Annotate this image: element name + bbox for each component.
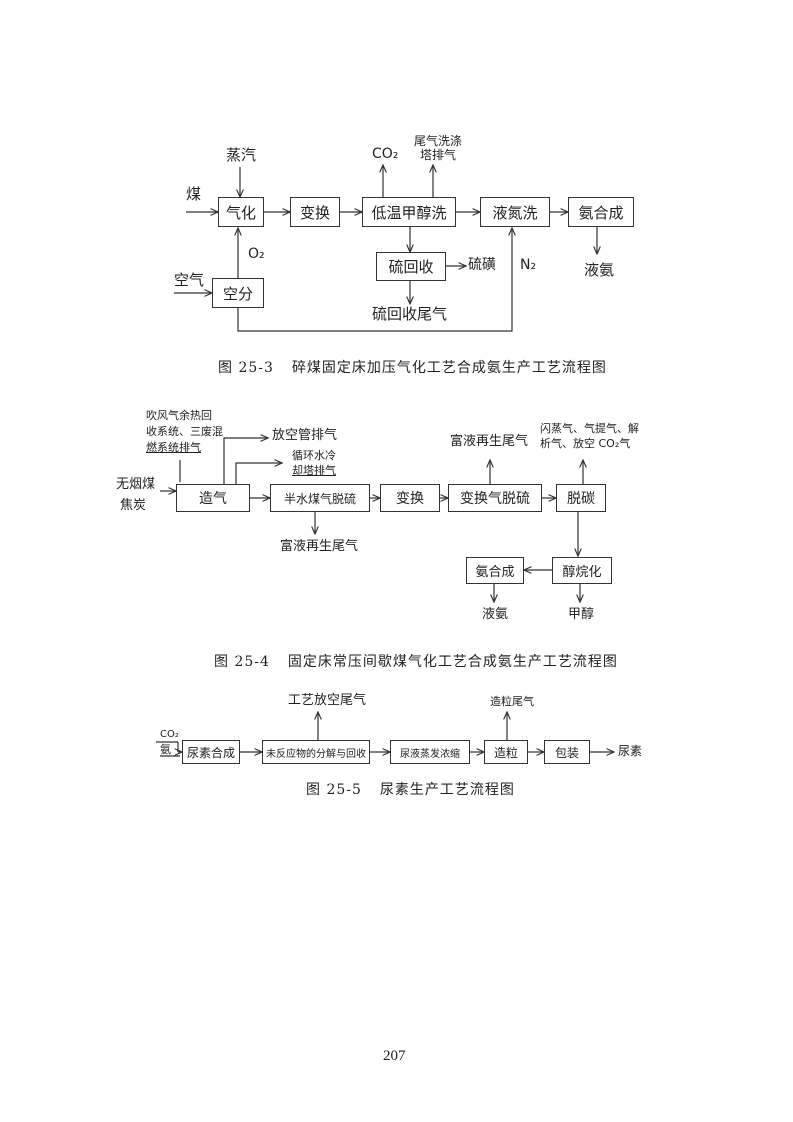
ammonia-synthesis-box: 氨合成 (568, 197, 634, 227)
co2-label: CO₂ (160, 729, 179, 740)
urea-synthesis-box: 尿素合成 (182, 740, 240, 764)
cooling-tower-label: 循环水冷 却塔排气 (292, 449, 336, 477)
prilling-tail-gas-label: 造粒尾气 (490, 695, 534, 708)
sulfur-tail-gas-label: 硫回收尾气 (372, 305, 448, 323)
liquid-ammonia-label: 液氨 (482, 607, 509, 622)
blow-gas-waste-label: 吹风气余热回 收系统、三废混 燃系统排气 (146, 409, 223, 454)
tail-gas-label: 尾气洗涤 塔排气 (414, 134, 463, 162)
prilling-box: 造粒 (484, 740, 528, 764)
desulfurization-box: 半水煤气脱硫 (270, 484, 370, 512)
decomposition-recovery-box: 未反应物的分解与回收 (262, 740, 370, 764)
decarbonization-box: 脱碳 (556, 484, 606, 512)
air-label: 空气 (174, 271, 205, 289)
packaging-box: 包装 (544, 740, 590, 764)
page-number: 207 (383, 1048, 406, 1064)
rectisol-box: 低温甲醇洗 (362, 197, 456, 227)
sulfur-label: 硫磺 (468, 257, 496, 273)
steam-label: 蒸汽 (226, 146, 257, 164)
co2-label: CO₂ (372, 146, 399, 162)
methanol-label: 甲醇 (568, 607, 595, 622)
anthracite-label: 无烟煤 (116, 477, 156, 492)
evaporation-box: 尿液蒸发浓缩 (390, 740, 470, 764)
shift-gas-desulfurization-box: 变换气脱硫 (448, 484, 542, 512)
ammonia-synthesis-box: 氨合成 (466, 557, 524, 584)
gasification-box: 气化 (218, 197, 264, 227)
methanation-box: 醇烷化 (552, 557, 612, 584)
shift-box: 变换 (290, 197, 340, 227)
shift-box: 变换 (380, 484, 440, 512)
ammonia-label: 氨 (160, 743, 171, 756)
o2-label: O₂ (248, 246, 265, 262)
nitrogen-wash-box: 液氮洗 (480, 197, 550, 227)
liquid-ammonia-label: 液氨 (584, 261, 615, 279)
vent-pipe-label: 放空管排气 (272, 428, 338, 443)
air-separation-box: 空分 (212, 278, 264, 308)
flash-gas-label: 闪蒸气、气提气、解 析气、放空 CO₂气 (540, 422, 639, 451)
sulfur-recovery-box: 硫回收 (376, 252, 446, 281)
rich-liquid-tail-gas-label-2: 富液再生尾气 (450, 434, 529, 449)
gas-making-box: 造气 (176, 484, 250, 512)
urea-product-label: 尿素 (618, 744, 643, 758)
rich-liquid-tail-gas-label: 富液再生尾气 (280, 539, 359, 554)
process-vent-label: 工艺放空尾气 (288, 693, 367, 708)
coke-label: 焦炭 (120, 498, 147, 513)
coal-label: 煤 (186, 185, 202, 203)
n2-label: N₂ (520, 257, 537, 273)
